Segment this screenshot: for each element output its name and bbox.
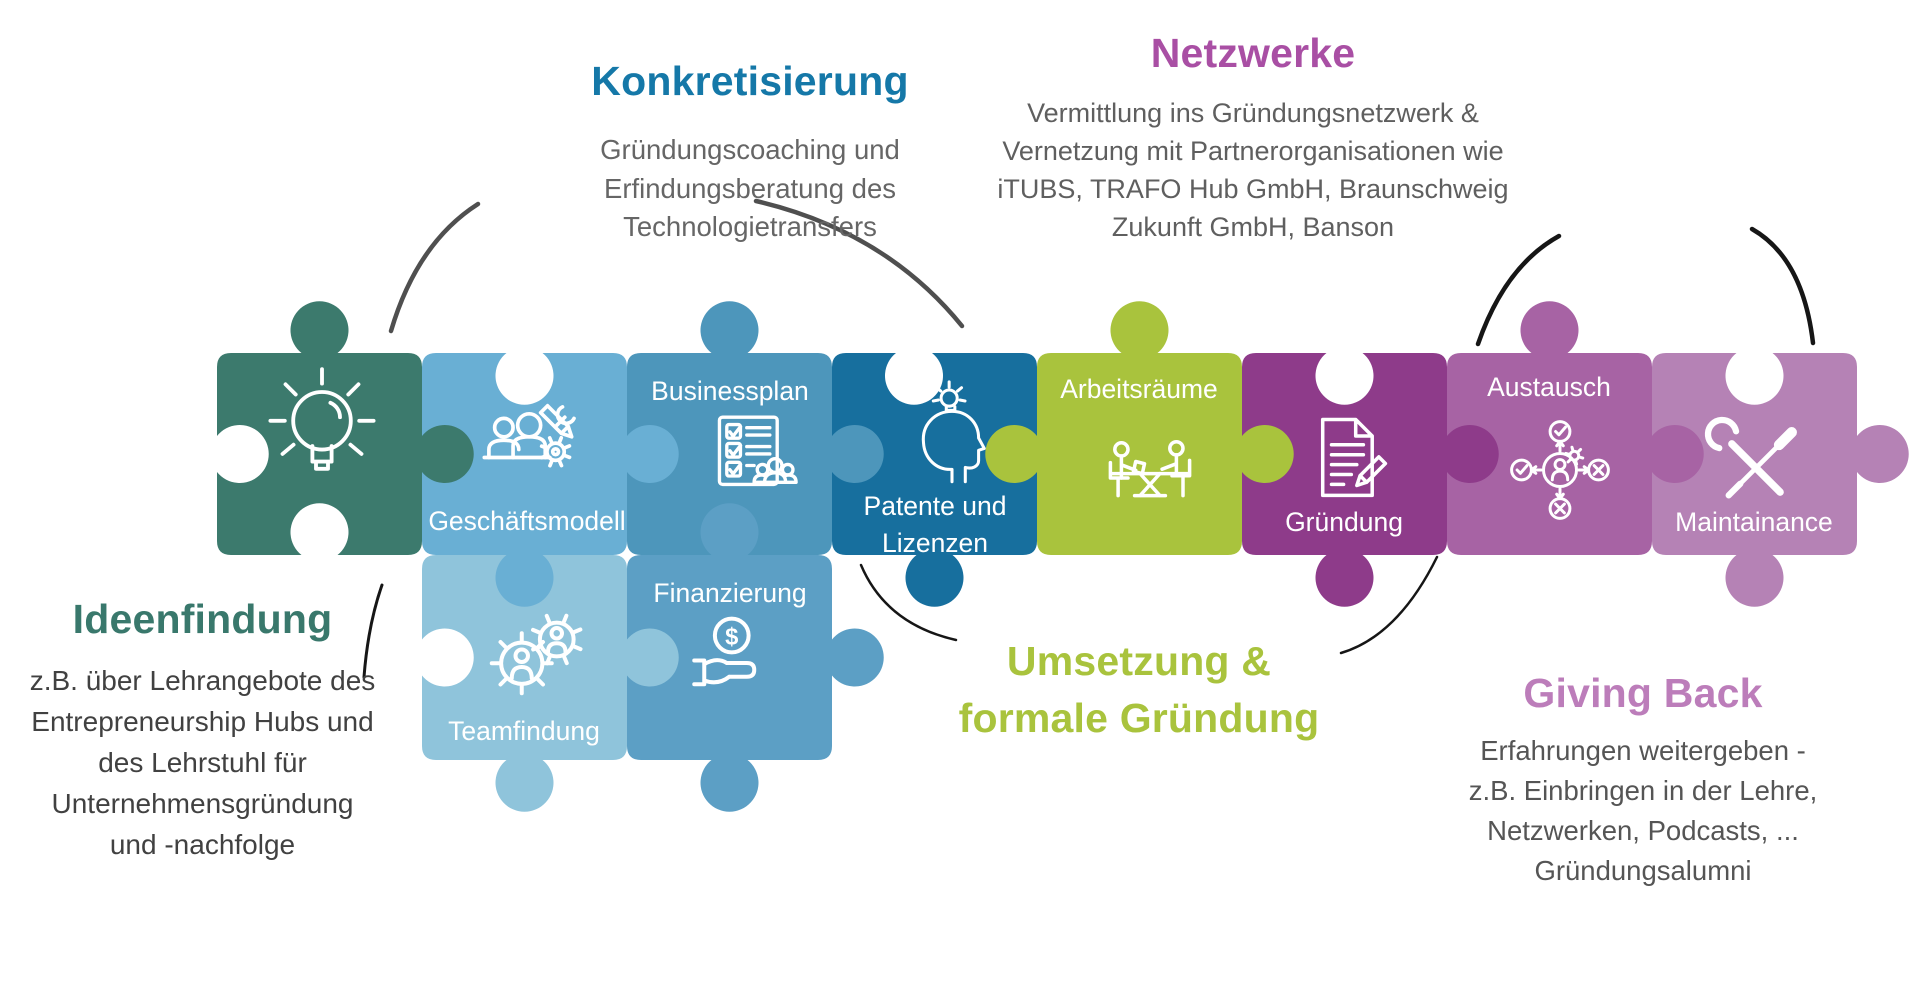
connector-arc-umsetzung	[859, 563, 958, 642]
piece-label-geschaeftsmodell: Geschäftsmodell	[428, 506, 625, 536]
gears-people-icon	[489, 613, 583, 696]
heading-ideenfindung: Ideenfindung	[72, 596, 333, 642]
piece-label-teamfindung: Teamfindung	[448, 716, 600, 746]
piece-label-austausch: Austausch	[1487, 372, 1611, 402]
annotation-umsetzung: Umsetzung & formale Gründung	[909, 633, 1369, 746]
network-icon	[1510, 420, 1610, 520]
tools-icon	[1704, 416, 1797, 499]
puzzle-piece-shape-arbeitsraeume	[985, 301, 1294, 555]
piece-label-businessplan: Businessplan	[651, 376, 809, 406]
puzzle-piece-shape-geschaeftsmodell	[422, 353, 679, 607]
puzzle-piece-arbeitsraeume: Arbeitsräume	[985, 301, 1294, 555]
body-netzwerke: Vermittlung ins Gründungsnetzwerk & Vern…	[997, 98, 1509, 242]
puzzle-piece-austausch: Austausch	[1447, 301, 1704, 555]
connector-arc-giving-back	[1339, 555, 1439, 655]
heading-konkretisierung: Konkretisierung	[591, 58, 909, 104]
body-ideenfindung: z.B. über Lehrangebote des Entrepreneurs…	[29, 665, 376, 860]
connector-arc-ideenfindung	[362, 583, 384, 679]
piece-label-maintainance: Maintainance	[1675, 507, 1833, 537]
workspace-icon	[1108, 439, 1192, 498]
connector-arc-konkretisierung-left	[388, 201, 481, 334]
piece-label-finanzierung: Finanzierung	[653, 578, 806, 608]
connector-arc-netzwerke-left	[1475, 233, 1562, 347]
team-tools-icon	[482, 403, 576, 468]
annotation-netzwerke: Netzwerke Vermittlung ins Gründungsnetzw…	[953, 28, 1553, 246]
connector-arc-netzwerke-right	[1749, 226, 1816, 346]
head-bulb-icon	[921, 380, 986, 484]
heading-netzwerke: Netzwerke	[1150, 30, 1356, 76]
annotation-giving-back: Giving Back Erfahrungen weitergeben - z.…	[1393, 668, 1893, 891]
piece-label-arbeitsraeume: Arbeitsräume	[1060, 374, 1218, 404]
piece-label-gruendung: Gründung	[1285, 507, 1403, 537]
puzzle-piece-shape-maintainance	[1652, 353, 1909, 607]
heading-umsetzung: Umsetzung & formale Gründung	[958, 638, 1320, 741]
heading-giving-back: Giving Back	[1523, 670, 1763, 716]
puzzle-piece-shape-ideenfindung	[217, 301, 474, 555]
puzzle-piece-shape-teamfindung	[422, 555, 679, 812]
body-giving-back: Erfahrungen weitergeben - z.B. Einbringe…	[1468, 735, 1818, 886]
puzzle-piece-shape-patente	[832, 353, 1037, 607]
annotation-konkretisierung: Konkretisierung Gründungscoaching und Er…	[470, 56, 1030, 247]
lightbulb-icon	[268, 367, 376, 471]
checklist-icon	[717, 415, 798, 487]
coin-hand-icon: $	[692, 616, 757, 687]
svg-text:$: $	[725, 623, 738, 650]
puzzle-piece-ideenfindung	[217, 301, 474, 555]
body-konkretisierung: Gründungscoaching und Erfindungsberatung…	[600, 134, 900, 243]
puzzle-piece-businessplan: Businessplan	[627, 301, 884, 555]
puzzle-piece-maintainance: Maintainance	[1652, 353, 1909, 607]
puzzle-piece-teamfindung: Teamfindung	[422, 555, 679, 812]
puzzle-piece-shape-austausch	[1447, 301, 1704, 555]
puzzle-piece-gruendung: Gründung	[1242, 353, 1499, 607]
puzzle-piece-finanzierung: $ Finanzierung	[627, 503, 884, 812]
puzzle-piece-shape-finanzierung	[627, 503, 884, 812]
puzzle-piece-geschaeftsmodell: Geschäftsmodell	[422, 353, 679, 607]
document-icon	[1320, 417, 1388, 498]
annotation-ideenfindung: Ideenfindung z.B. über Lehrangebote des …	[0, 594, 405, 866]
connector-arc-konkretisierung-right	[753, 198, 965, 329]
